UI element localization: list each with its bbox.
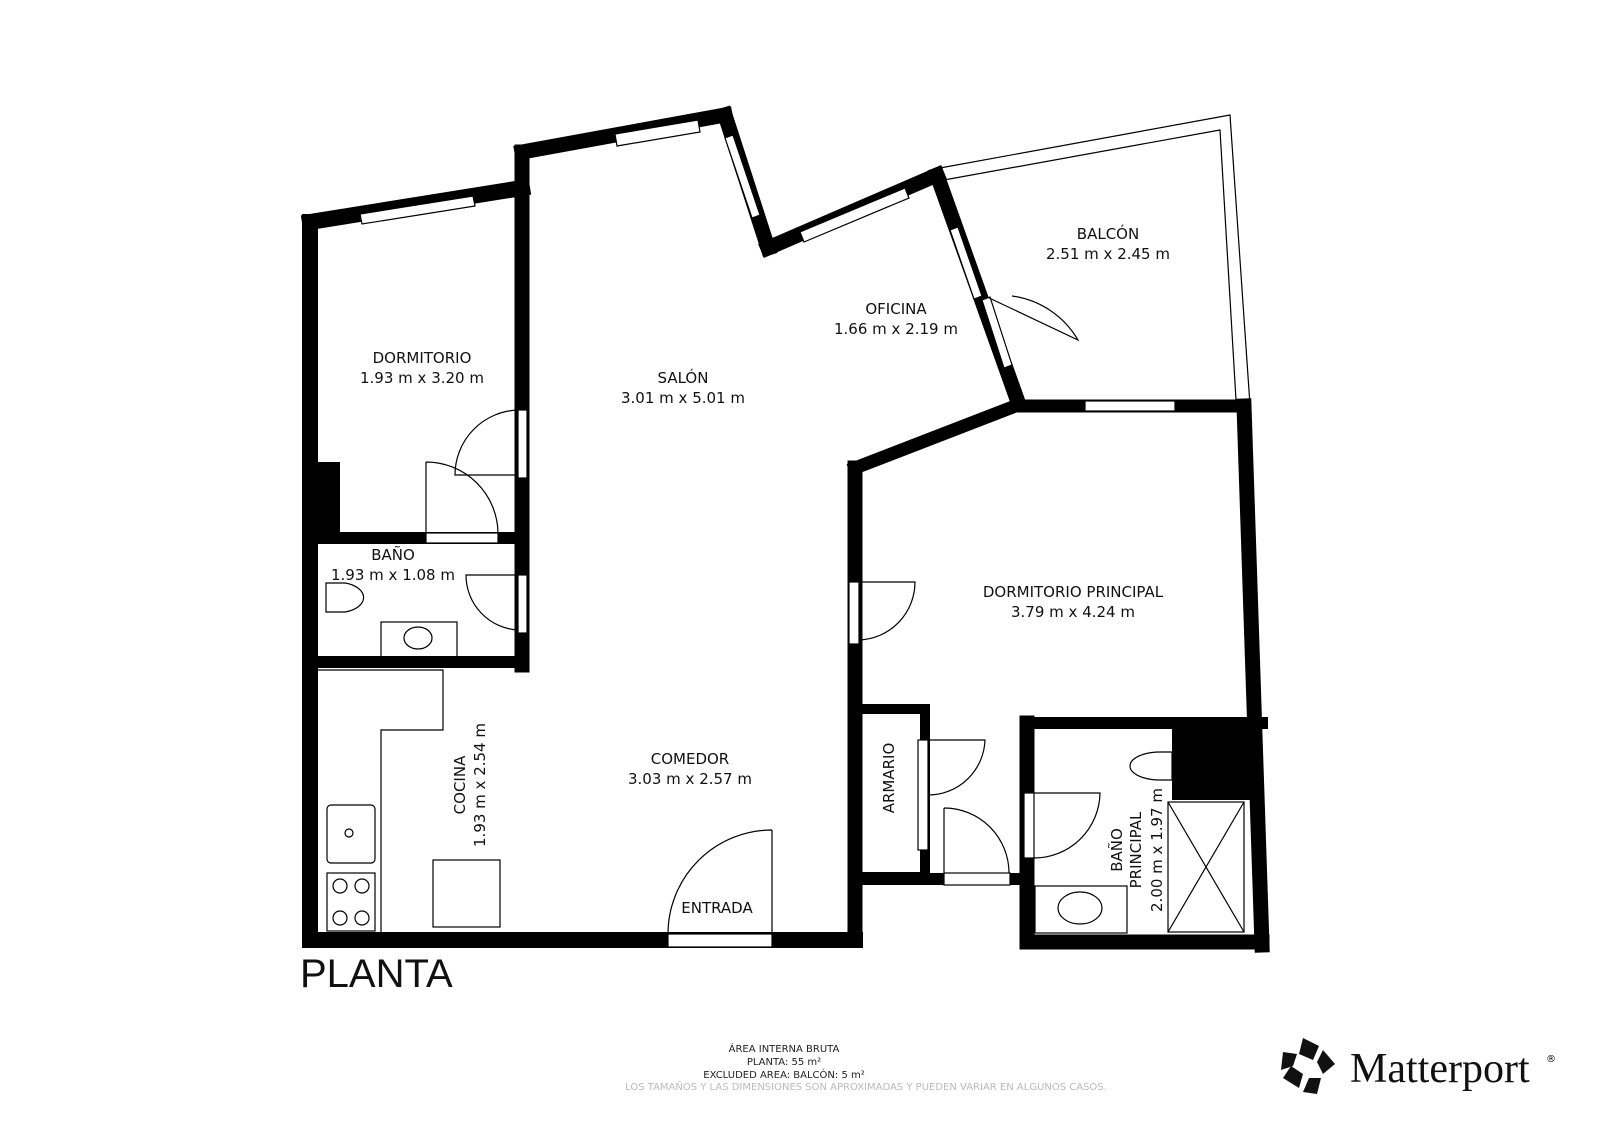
sink-icon xyxy=(380,621,458,658)
brand-name: Matterport xyxy=(1350,1046,1530,1092)
area-heading: ÁREA INTERNA BRUTA xyxy=(729,1042,840,1055)
plan-title: PLANTA xyxy=(300,952,453,996)
room-name-bano: BAÑO xyxy=(371,545,415,564)
area-planta: PLANTA: 55 m² xyxy=(747,1057,821,1068)
door-swings xyxy=(425,295,1101,935)
room-name-dormitorio-principal: DORMITORIO PRINCIPAL xyxy=(983,583,1164,601)
entrance-label: ENTRADA xyxy=(681,899,753,917)
room-name-dormitorio: DORMITORIO xyxy=(373,349,472,367)
room-dims-oficina: 1.66 m x 2.19 m xyxy=(834,320,958,338)
toilet-icon xyxy=(1129,751,1173,781)
matterport-logo: Matterport ® xyxy=(1281,1038,1556,1094)
kitchen-sink-icon xyxy=(326,804,376,864)
matterport-mark-icon xyxy=(1281,1038,1335,1094)
room-dims-salon: 3.01 m x 5.01 m xyxy=(621,389,745,407)
room-dims-bano: 1.93 m x 1.08 m xyxy=(331,566,455,584)
shower-icon xyxy=(1167,801,1245,933)
room-dims-cocina: 1.93 m x 2.54 m xyxy=(471,723,489,847)
room-dims-comedor: 3.03 m x 2.57 m xyxy=(628,770,752,788)
kitchen-counter xyxy=(318,669,444,933)
sink-icon xyxy=(1034,885,1128,934)
room-name-cocina: COCINA xyxy=(451,755,469,814)
registered-mark: ® xyxy=(1546,1054,1556,1065)
room-name-balcon: BALCÓN xyxy=(1077,224,1139,243)
room-dims-bano-principal: 2.00 m x 1.97 m xyxy=(1148,788,1166,912)
room-name-oficina: OFICINA xyxy=(865,300,927,318)
fridge-icon xyxy=(432,859,501,928)
room-labels: DORMITORIO 1.93 m x 3.20 m SALÓN 3.01 m … xyxy=(331,224,1170,917)
room-name2-bano-principal: PRINCIPAL xyxy=(1127,811,1145,888)
windows xyxy=(359,119,1176,948)
room-dims-balcon: 2.51 m x 2.45 m xyxy=(1046,245,1170,263)
disclaimer: LOS TAMAÑOS Y LAS DIMENSIONES SON APROXI… xyxy=(625,1080,1107,1093)
fixtures xyxy=(318,582,1245,934)
room-dims-dormitorio-principal: 3.79 m x 4.24 m xyxy=(1011,603,1135,621)
room-name-armario: ARMARIO xyxy=(880,743,898,814)
toilet-icon xyxy=(325,582,365,613)
room-name-bano-principal: BAÑO xyxy=(1107,828,1126,872)
area-summary: ÁREA INTERNA BRUTA PLANTA: 55 m² EXCLUDE… xyxy=(625,1042,1107,1093)
room-name-comedor: COMEDOR xyxy=(651,750,729,768)
room-name-salon: SALÓN xyxy=(658,368,709,387)
area-excluded: EXCLUDED AREA: BALCÓN: 5 m² xyxy=(703,1068,864,1081)
room-dims-dormitorio: 1.93 m x 3.20 m xyxy=(360,369,484,387)
stove-icon xyxy=(326,872,376,932)
balcony-railing xyxy=(939,114,1251,406)
